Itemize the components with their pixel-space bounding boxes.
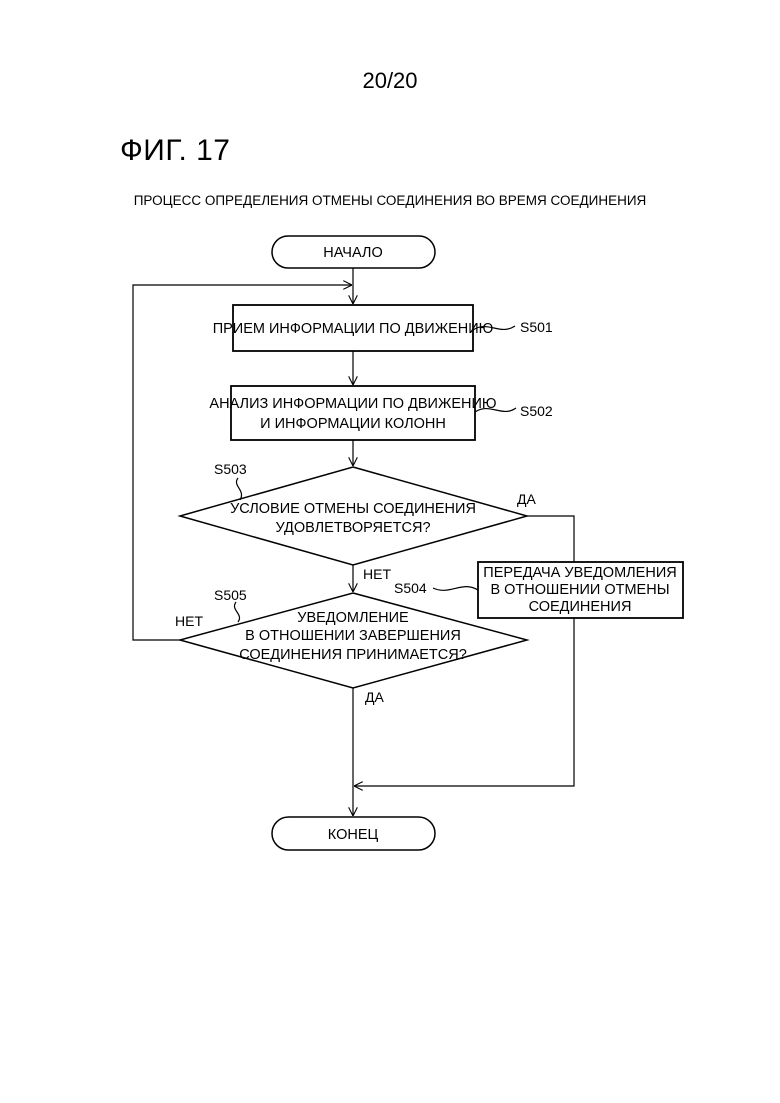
step-s502-id: S502 <box>520 403 553 419</box>
decision-s505-no-label: НЕТ <box>175 613 203 629</box>
step-s504: ПЕРЕДАЧА УВЕДОМЛЕНИЯ В ОТНОШЕНИИ ОТМЕНЫ … <box>394 562 683 618</box>
end-terminal: КОНЕЦ <box>272 817 435 850</box>
step-s504-line1: ПЕРЕДАЧА УВЕДОМЛЕНИЯ <box>483 565 676 581</box>
decision-s505-line1: УВЕДОМЛЕНИЕ <box>297 610 409 626</box>
decision-s505-leader <box>234 602 239 622</box>
decision-s503-line1: УСЛОВИЕ ОТМЕНЫ СОЕДИНЕНИЯ <box>230 501 476 517</box>
decision-s503-id: S503 <box>214 461 247 477</box>
step-s504-line3: СОЕДИНЕНИЯ <box>529 599 632 615</box>
end-terminal-label: КОНЕЦ <box>328 827 379 843</box>
step-s502-line1: АНАЛИЗ ИНФОРМАЦИИ ПО ДВИЖЕНИЮ <box>209 396 496 412</box>
decision-s505-line3: СОЕДИНЕНИЯ ПРИНИМАЕТСЯ? <box>239 647 467 663</box>
step-s501-text: ПРИЕМ ИНФОРМАЦИИ ПО ДВИЖЕНИЮ <box>213 321 494 337</box>
start-terminal: НАЧАЛО <box>272 236 435 268</box>
decision-s503-line2: УДОВЛЕТВОРЯЕТСЯ? <box>275 520 430 536</box>
decision-s505: УВЕДОМЛЕНИЕ В ОТНОШЕНИИ ЗАВЕРШЕНИЯ СОЕДИ… <box>175 587 527 705</box>
decision-s505-yes-label: ДА <box>365 689 384 705</box>
step-s504-line2: В ОТНОШЕНИИ ОТМЕНЫ <box>490 582 669 598</box>
decision-s505-id: S505 <box>214 587 247 603</box>
step-s501-id: S501 <box>520 319 553 335</box>
step-s504-leader <box>433 587 478 591</box>
step-s502-line2: И ИНФОРМАЦИИ КОЛОНН <box>260 416 446 432</box>
decision-s503-no-label: НЕТ <box>363 566 391 582</box>
decision-s503-leader <box>236 478 241 500</box>
start-terminal-label: НАЧАЛО <box>323 245 382 261</box>
decision-s505-line2: В ОТНОШЕНИИ ЗАВЕРШЕНИЯ <box>245 628 461 644</box>
step-s504-id: S504 <box>394 580 427 596</box>
step-s502: АНАЛИЗ ИНФОРМАЦИИ ПО ДВИЖЕНИЮ И ИНФОРМАЦ… <box>209 386 552 440</box>
step-s501: ПРИЕМ ИНФОРМАЦИИ ПО ДВИЖЕНИЮ S501 <box>213 305 553 351</box>
decision-s503-yes-label: ДА <box>517 491 536 507</box>
